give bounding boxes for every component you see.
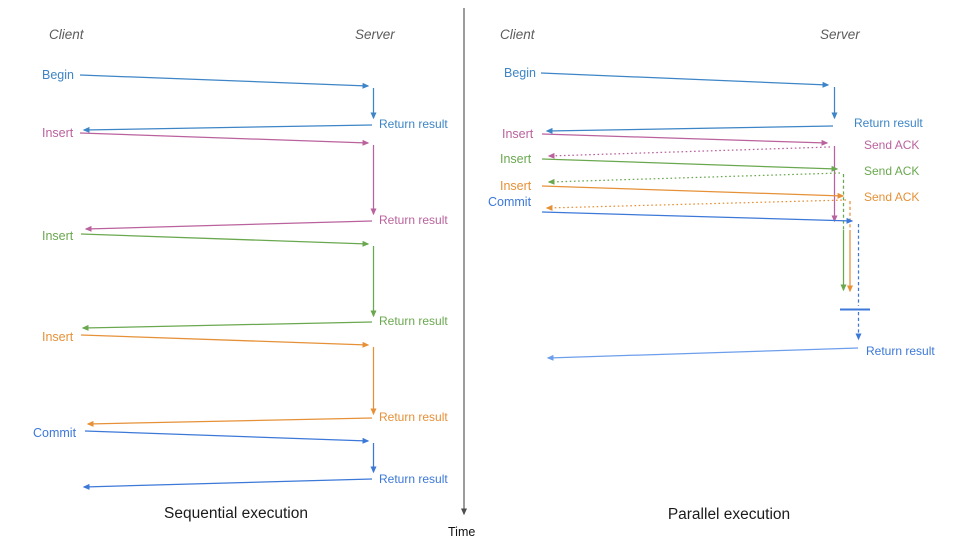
- par-begin-label: Begin: [504, 66, 536, 80]
- seq-insert3-label: Insert: [42, 330, 74, 344]
- par-insert1-label: Insert: [502, 127, 534, 141]
- seq-insert3-request-line: [80, 334, 370, 348]
- seq-begin-request-line: [79, 74, 370, 89]
- seq-begin-return-label: Return result: [379, 117, 448, 131]
- seq-commit-flow: Commit Return result: [33, 426, 448, 490]
- par-insert2-ack-label: Send ACK: [864, 164, 919, 178]
- par-insert3-ack-line: [545, 199, 847, 211]
- par-begin-request-line: [540, 72, 830, 88]
- seq-insert1-label: Insert: [42, 126, 74, 140]
- parallel-panel: Client Server Begin Return result Insert…: [488, 27, 935, 523]
- sequential-panel: Client Server Begin Return result Insert…: [33, 27, 448, 522]
- seq-commit-return-label: Return result: [379, 472, 448, 486]
- time-axis-label: Time: [448, 525, 475, 539]
- par-begin-return-label: Return result: [854, 116, 923, 130]
- par-commit-request-line: [541, 211, 854, 224]
- seq-insert3-return-line: [86, 417, 373, 427]
- par-insert2-flow: Insert Send ACK: [500, 152, 919, 292]
- par-insert1-flow: Insert Send ACK: [502, 127, 919, 223]
- par-begin-flow: Begin Return result: [504, 66, 923, 134]
- par-insert3-ack-label: Send ACK: [864, 190, 919, 204]
- seq-begin-return-line: [82, 124, 373, 133]
- sequential-server-header: Server: [355, 27, 395, 42]
- parallel-server-header: Server: [820, 27, 860, 42]
- seq-commit-label: Commit: [33, 426, 77, 440]
- parallel-client-header: Client: [500, 27, 536, 42]
- par-insert3-label: Insert: [500, 179, 532, 193]
- seq-insert2-return-label: Return result: [379, 314, 448, 328]
- par-commit-label: Commit: [488, 195, 532, 209]
- sequential-client-header: Client: [49, 27, 85, 42]
- par-insert3-request-line: [541, 185, 845, 199]
- par-insert3-flow: Insert Send ACK: [500, 179, 919, 293]
- seq-commit-return-line: [82, 478, 373, 490]
- seq-insert2-flow: Insert Return result: [42, 229, 448, 331]
- seq-insert1-flow: Insert Return result: [42, 126, 448, 232]
- seq-insert1-request-line: [79, 132, 370, 146]
- time-axis: Time: [448, 8, 475, 539]
- par-insert2-request-line: [541, 158, 839, 172]
- seq-commit-request-line: [84, 430, 370, 444]
- sequential-title: Sequential execution: [164, 505, 308, 522]
- par-begin-return-line: [545, 125, 834, 134]
- par-insert2-label: Insert: [500, 152, 532, 166]
- par-insert1-ack-line: [547, 146, 831, 159]
- par-commit-flow: Commit Return result: [488, 195, 935, 361]
- seq-begin-label: Begin: [42, 68, 74, 82]
- seq-insert2-return-line: [81, 321, 373, 331]
- par-insert2-ack-line: [547, 172, 841, 185]
- seq-insert2-label: Insert: [42, 229, 74, 243]
- seq-insert3-flow: Insert Return result: [42, 330, 448, 427]
- par-insert1-request-line: [541, 133, 829, 146]
- seq-insert1-return-line: [84, 220, 373, 232]
- parallel-title: Parallel execution: [668, 506, 790, 523]
- par-commit-return-label: Return result: [866, 344, 935, 358]
- par-commit-return-line: [546, 347, 859, 361]
- seq-insert2-request-line: [80, 233, 370, 247]
- par-insert1-ack-label: Send ACK: [864, 138, 919, 152]
- seq-insert1-return-label: Return result: [379, 213, 448, 227]
- seq-insert3-return-label: Return result: [379, 410, 448, 424]
- seq-begin-flow: Begin Return result: [42, 68, 448, 133]
